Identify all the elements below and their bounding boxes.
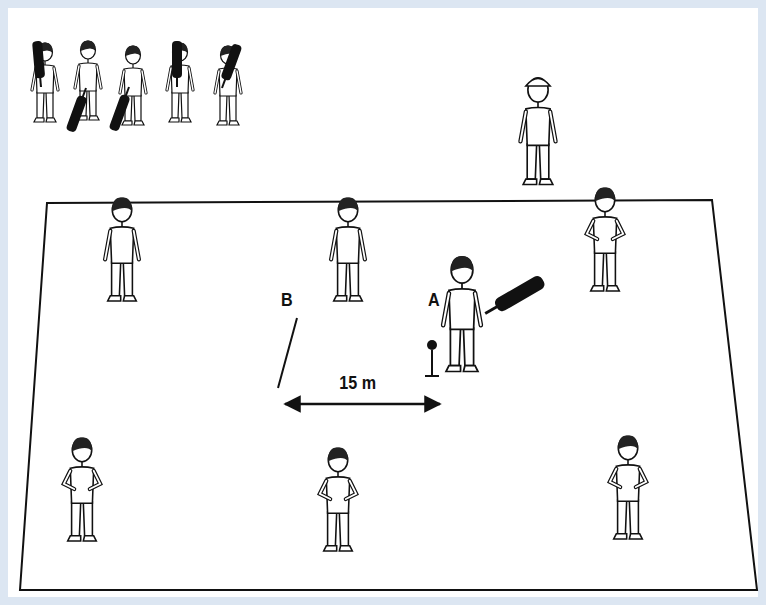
batter-figure (443, 256, 546, 371)
dimension-arrow (285, 403, 440, 406)
fielder-figure (320, 448, 356, 551)
batter-figure (167, 41, 193, 122)
marker-line-b (278, 318, 297, 388)
position-label: B (280, 289, 294, 311)
position-label: A (427, 289, 441, 311)
stump-a (425, 340, 439, 376)
field-outline (20, 200, 757, 590)
batter-figure (215, 43, 242, 125)
fielder-figure (64, 438, 100, 541)
fielder-figure (331, 198, 365, 301)
batter-figure (109, 45, 146, 131)
batter-figure (32, 41, 58, 122)
fielder-figure (105, 198, 139, 301)
dimension-text: 15 m (340, 372, 377, 394)
position-letter: B (281, 289, 293, 311)
batter-figure (66, 40, 101, 132)
fielder-figure (587, 188, 623, 291)
position-letter: A (428, 289, 440, 311)
fielder-figure (610, 436, 646, 539)
player-figures (32, 40, 646, 551)
umpire-figure (520, 78, 555, 185)
page-ground (8, 8, 758, 597)
dimension-label: 15 m (336, 372, 379, 394)
